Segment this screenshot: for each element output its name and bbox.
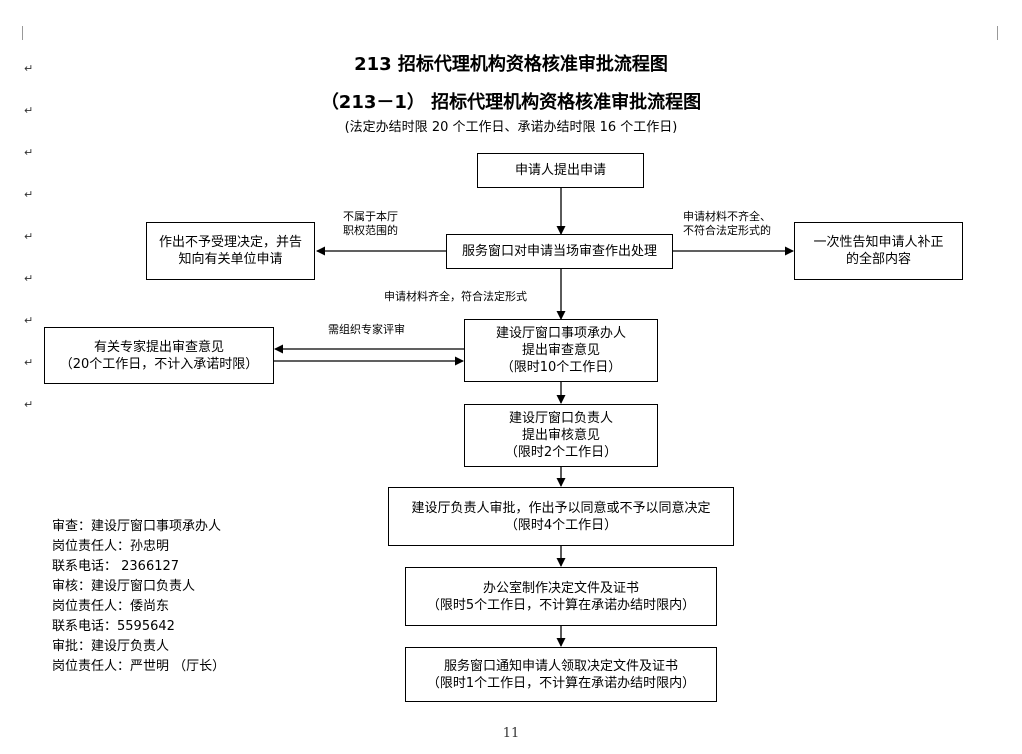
crop-mark-top-right bbox=[997, 26, 998, 40]
window-check-box: 服务窗口对申请当场审查作出处理 bbox=[446, 234, 673, 269]
sub-title: （213－1） 招标代理机构资格核准审批流程图 bbox=[320, 92, 702, 113]
paragraph-mark-icon: ↵ bbox=[24, 146, 34, 159]
window-notify-box: 服务窗口通知申请人领取决定文件及证书 （限时1个工作日，不计算在承诺办结时限内） bbox=[405, 647, 717, 702]
paragraph-mark-icon: ↵ bbox=[24, 104, 34, 117]
contact-line: 审批：建设厅负责人 bbox=[52, 639, 170, 654]
notify-complete-box: 一次性告知申请人补正 的全部内容 bbox=[794, 222, 963, 280]
contact-line: 岗位责任人：倭尚东 bbox=[52, 599, 170, 614]
label-incomplete: 申请材料不齐全、 不符合法定形式的 bbox=[683, 210, 771, 237]
paragraph-mark-icon: ↵ bbox=[24, 398, 34, 411]
contact-line: 联系电话：5595642 bbox=[52, 619, 175, 634]
contact-line: 审查：建设厅窗口事项承办人 bbox=[52, 519, 222, 534]
label-need-expert: 需组织专家评审 bbox=[328, 323, 405, 336]
paragraph-mark-icon: ↵ bbox=[24, 62, 34, 75]
reject-box: 作出不予受理决定，并告 知向有关单位申请 bbox=[146, 222, 315, 280]
contact-line: 审核：建设厅窗口负责人 bbox=[52, 579, 196, 594]
paragraph-mark-icon: ↵ bbox=[24, 356, 34, 369]
office-make-box: 办公室制作决定文件及证书 （限时5个工作日，不计算在承诺办结时限内） bbox=[405, 567, 717, 626]
expert-review-box: 有关专家提出审查意见 （20个工作日，不计入承诺时限） bbox=[44, 327, 274, 384]
label-not-jurisdiction: 不属于本厅 职权范围的 bbox=[343, 210, 398, 237]
contact-line: 联系电话： 2366127 bbox=[52, 559, 180, 574]
main-title: 213 招标代理机构资格核准审批流程图 bbox=[354, 54, 668, 75]
paragraph-mark-icon: ↵ bbox=[24, 188, 34, 201]
page-number: 11 bbox=[502, 726, 520, 741]
apply-box: 申请人提出申请 bbox=[477, 153, 644, 188]
crop-mark-top-left bbox=[22, 26, 23, 40]
paragraph-mark-icon: ↵ bbox=[24, 314, 34, 327]
paragraph-mark-icon: ↵ bbox=[24, 272, 34, 285]
head-review-box: 建设厅窗口负责人 提出审核意见 （限时2个工作日） bbox=[464, 404, 658, 467]
contact-line: 岗位责任人：严世明 （厅长） bbox=[52, 659, 226, 674]
responsibility-contacts: 审查：建设厅窗口事项承办人 岗位责任人：孙忠明 联系电话： 2366127 审核… bbox=[52, 517, 225, 677]
director-approve-box: 建设厅负责人审批，作出予以同意或不予以同意决定 （限时4个工作日） bbox=[388, 487, 734, 546]
label-complete: 申请材料齐全，符合法定形式 bbox=[384, 290, 527, 303]
paragraph-mark-icon: ↵ bbox=[24, 230, 34, 243]
contact-line: 岗位责任人：孙忠明 bbox=[52, 539, 170, 554]
time-limit-note: (法定办结时限 20 个工作日、承诺办结时限 16 个工作日) bbox=[344, 120, 678, 135]
staff-review-box: 建设厅窗口事项承办人 提出审查意见 （限时10个工作日） bbox=[464, 319, 658, 382]
